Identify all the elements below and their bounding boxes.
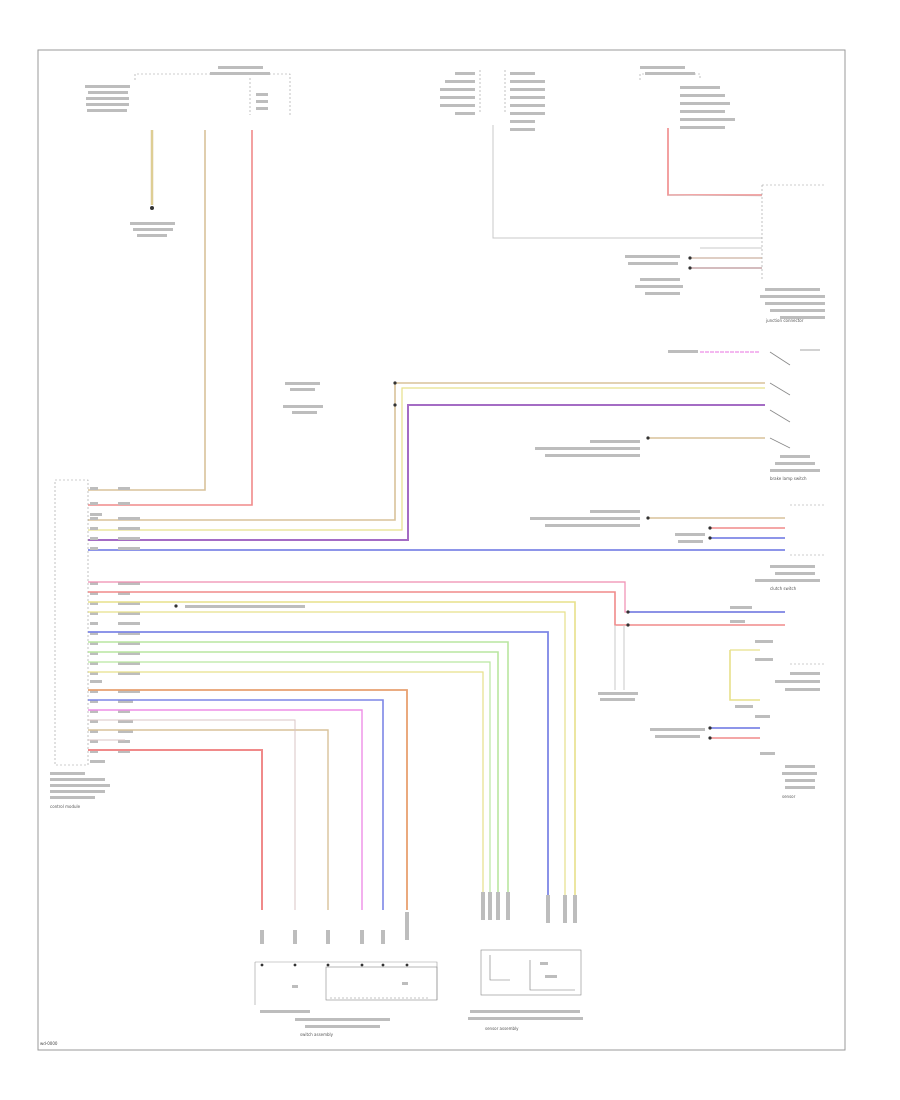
right-bottom-label: sensor [782, 794, 796, 799]
diagram-frame [37, 49, 846, 1051]
ground-point-icon [150, 206, 154, 210]
wire-yellow-4 [88, 729, 329, 910]
wire-red-3 [88, 749, 263, 910]
wire-yellow-3 [88, 671, 484, 900]
bottom-right-label: sensor assembly [485, 1026, 519, 1031]
footer-code: wd-0000 [40, 1041, 58, 1046]
right-low-label: clutch switch [770, 586, 797, 591]
wire-yellow-2 [88, 611, 566, 900]
left-module-label: control module [50, 804, 81, 809]
wire-yellow-1 [88, 601, 576, 900]
wire-blue-2 [88, 631, 549, 900]
wire-tan-2 [88, 382, 765, 521]
right-bottom-sensor [650, 640, 825, 789]
right-connector-block [625, 184, 825, 319]
right-mid-label: brake lamp switch [770, 476, 807, 481]
top-middle-connector-group [440, 70, 545, 131]
wire-gray-top [492, 125, 762, 239]
control-module [50, 479, 140, 799]
wire-tan-1 [88, 130, 206, 491]
bottom-left-label: switch assembly [300, 1032, 334, 1037]
wire-red-1 [88, 130, 253, 506]
wire-blue-3 [88, 699, 384, 910]
wire-pink-2 [88, 709, 363, 910]
wire-red-b [88, 591, 785, 626]
wire-green-3 [88, 661, 491, 900]
bottom-right-connector [468, 892, 583, 1020]
brake-switch-group [668, 349, 820, 472]
bottom-left-switch [254, 912, 438, 1028]
wire-purple-1 [88, 404, 765, 541]
wire-orange-1 [88, 689, 408, 910]
top-right-connector-group [639, 66, 735, 129]
right-top-label: junction connector [765, 318, 804, 323]
wire-red-top-right [667, 128, 762, 196]
clutch-switch-group [530, 504, 825, 582]
wire-green-2 [88, 651, 499, 900]
wire-green-1 [88, 641, 509, 900]
top-left-connector-group [85, 66, 291, 115]
wire-gray-2 [88, 719, 296, 910]
